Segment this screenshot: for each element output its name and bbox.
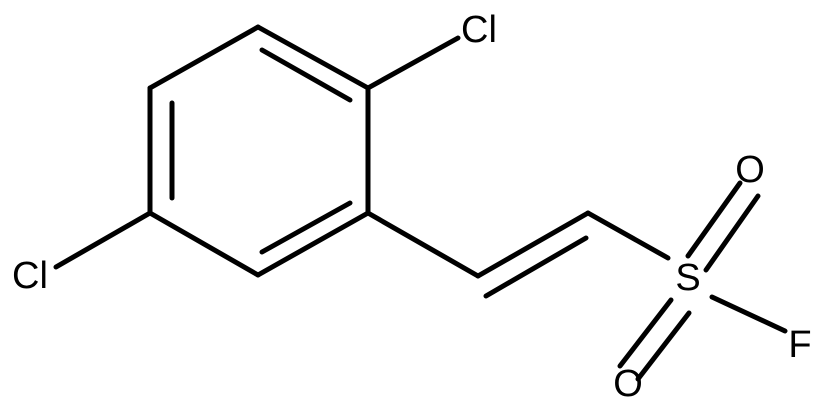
bond-s-o-bottom-a (617, 297, 674, 369)
ring-inner-bond-top-right (259, 47, 353, 103)
atom-label-f: F (788, 324, 811, 366)
ring-bond-top-right (255, 24, 371, 91)
ring-inner-bond-bottom-right (259, 200, 353, 255)
atom-label-o-top: O (735, 149, 765, 191)
bond-ring-vinyl (365, 210, 481, 279)
bond-s-o-top-b (703, 193, 761, 273)
ring-bond-top-left (147, 24, 261, 91)
bond-ring-cl-top (365, 35, 461, 91)
bond-vinyl-double-outer (475, 210, 591, 279)
atom-label-cl-left: Cl (12, 255, 48, 297)
bond-vinyl-sulfur (585, 210, 671, 261)
bond-vinyl-double-inner (483, 235, 589, 299)
atom-label-o-bottom: O (613, 363, 643, 405)
ring-bond-bottom-left (147, 210, 261, 278)
bond-ring-cl-left (53, 210, 153, 270)
bond-s-f (709, 294, 788, 334)
bond-s-o-top-a (685, 180, 743, 259)
atom-label-s: S (675, 257, 700, 299)
bond-s-o-bottom-b (635, 310, 692, 382)
atom-label-cl-top: Cl (461, 9, 497, 51)
ring-bond-bottom-right (255, 210, 371, 278)
